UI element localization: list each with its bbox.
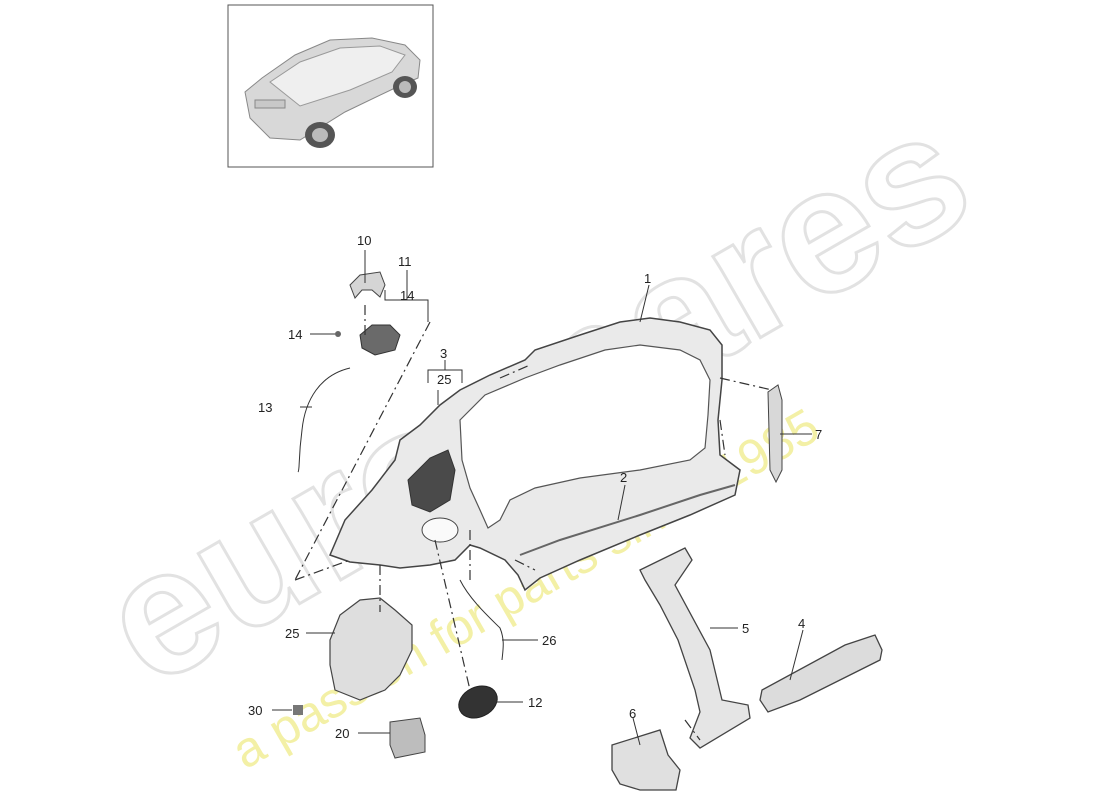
callout-11: 11 (398, 254, 412, 269)
callout-30: 30 (248, 703, 262, 718)
part-13-cable (297, 367, 351, 473)
part-25-inner-panel (329, 597, 413, 701)
part-11-housing (359, 324, 401, 356)
callout-6: 6 (629, 706, 636, 721)
part-12-fuel-flap (458, 685, 498, 719)
part-14-screw (335, 331, 341, 337)
callouts: 1 2 3 25 4 5 6 7 10 11 14 14 13 12 26 25… (248, 233, 822, 741)
callout-25-top: 25 (437, 372, 451, 387)
part-5-pillar (639, 547, 751, 749)
callout-13: 13 (258, 400, 272, 415)
side-panel (328, 317, 741, 592)
callout-5: 5 (742, 621, 749, 636)
part-26-cable (459, 579, 504, 661)
callout-4: 4 (798, 616, 805, 631)
part-20-block (389, 717, 426, 759)
callout-25-bottom: 25 (285, 626, 299, 641)
car-thumbnail (227, 4, 434, 168)
callout-12: 12 (528, 695, 542, 710)
part-7-strip (767, 384, 783, 484)
callout-10: 10 (357, 233, 371, 248)
callout-26: 26 (542, 633, 556, 648)
callout-2: 2 (620, 470, 627, 485)
callout-7: 7 (815, 427, 822, 442)
callout-3: 3 (440, 346, 447, 361)
callout-14-top: 14 (400, 288, 414, 303)
part-30-plug (293, 705, 303, 715)
car-overview-icon (244, 37, 421, 148)
callout-1: 1 (644, 271, 651, 286)
callout-20: 20 (335, 726, 349, 741)
part-10-bracket (349, 271, 386, 299)
part-6-bracket (611, 729, 681, 791)
assembly-lines (294, 305, 773, 741)
leader-lines (272, 250, 812, 746)
part-4-sill (759, 634, 883, 713)
callout-14-left: 14 (288, 327, 302, 342)
